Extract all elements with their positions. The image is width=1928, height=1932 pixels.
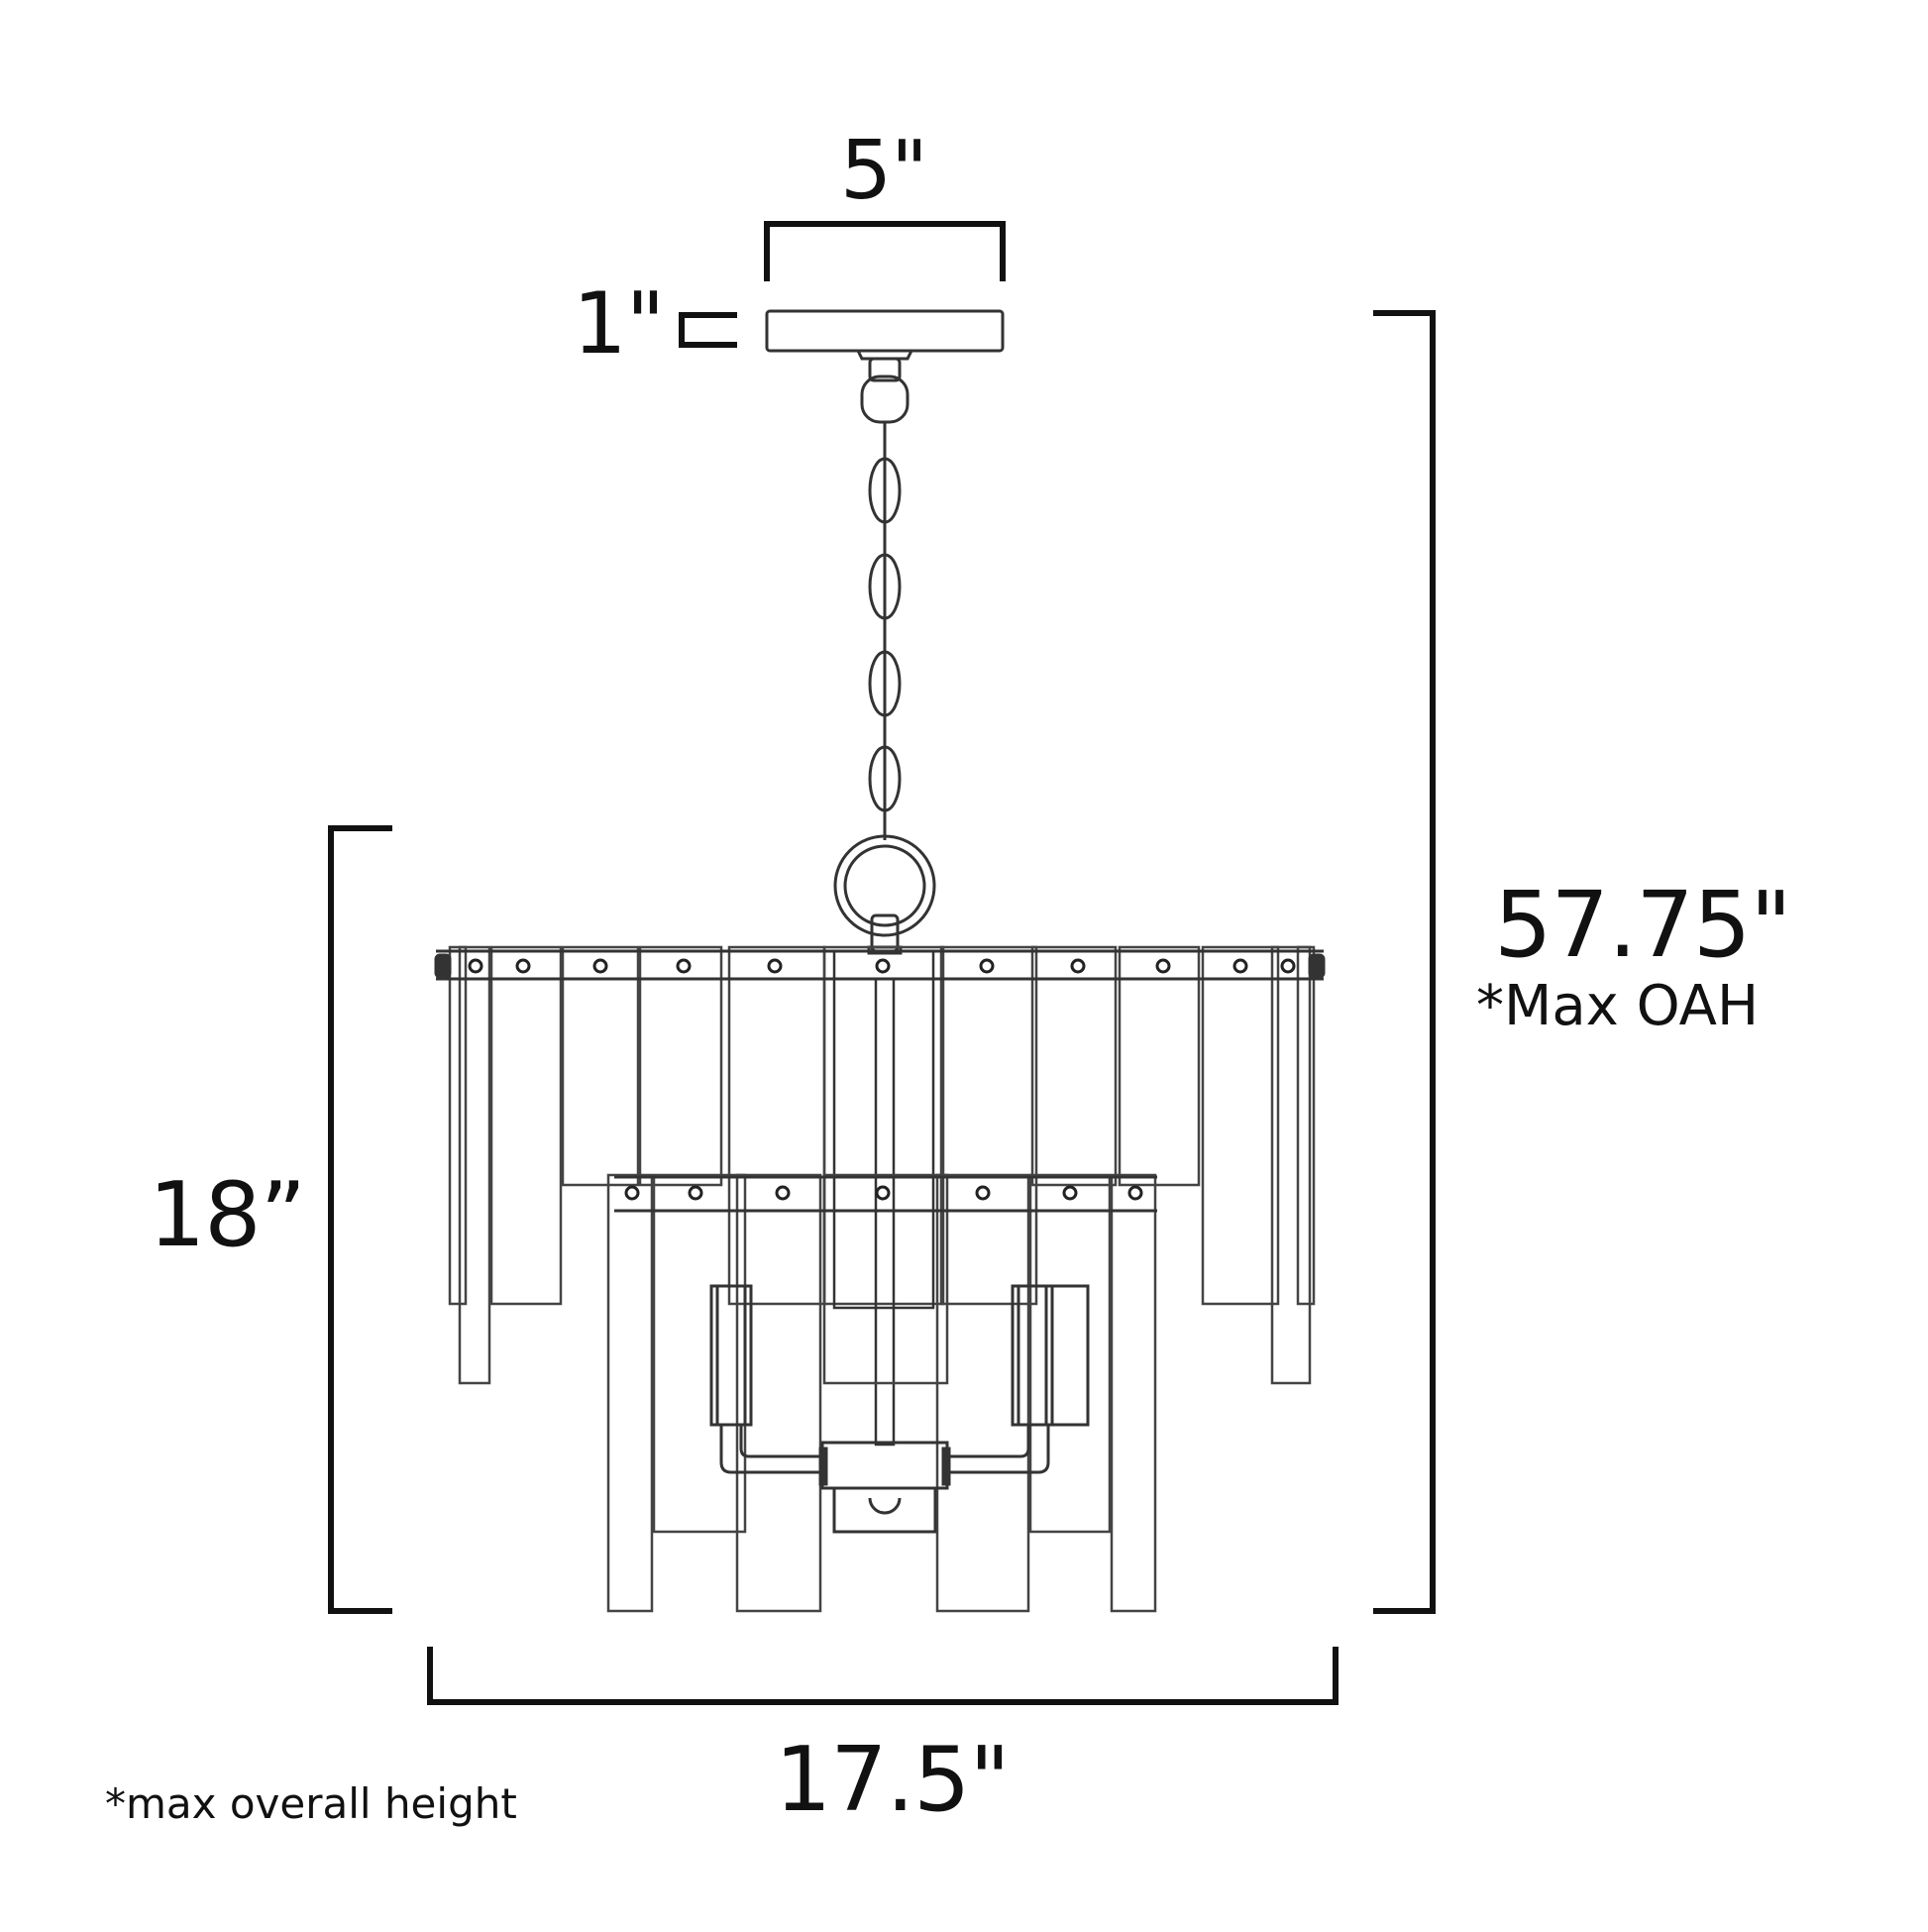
footnote: *max overall height [105,1779,517,1828]
glass-plate [822,1173,949,1385]
canopy-width-label: 5" [840,124,928,218]
bolt [975,1185,991,1201]
glass-plate [727,945,826,1306]
hanging-ring [833,834,936,955]
glass-plate [638,945,723,1187]
bolt [688,1185,703,1201]
bolt [1070,958,1086,974]
bolt [1127,1185,1143,1201]
bolt [624,1185,640,1201]
lower-band [614,1175,1157,1213]
glass-plate [735,1173,822,1613]
fixture-width-label: 17.5" [775,1728,1011,1832]
bolt [875,1185,891,1201]
fixture-height-label: 18” [149,1163,306,1267]
bolt [775,1185,791,1201]
chain-link [868,650,902,717]
glass-plate [1030,945,1118,1187]
chain-link [868,553,902,620]
glass-plate [939,945,1038,1306]
upper-bolts [468,958,1296,974]
canopy-width-bracket [764,221,1006,281]
dimension-lines [328,221,1436,1705]
glass-plate [561,945,640,1187]
lower-bolts [624,1185,1143,1201]
chain-link [868,457,902,524]
max-oah-bracket [1373,310,1436,1614]
bolt [592,958,608,974]
bolt [767,958,783,974]
glass-plate [935,1173,1030,1613]
glass-plate [606,1173,654,1613]
candle-arms [709,1284,1090,1534]
canopy-height-label: 1" [573,274,665,374]
bolt [1155,958,1171,974]
fixture-width-bracket [427,1647,1339,1705]
bolt [1280,958,1296,974]
bolt [468,958,483,974]
glass-plate [1118,945,1201,1187]
glass-plate [448,945,468,1306]
lower-glass-tier [606,1173,1157,1613]
glass-plate [1201,945,1280,1306]
chain-top-link [860,375,910,424]
upper-glass-tier [448,945,1316,1385]
canopy-height-bracket [679,312,737,348]
upper-band [434,949,1326,981]
chain-link [868,745,902,812]
max-oah-label: 57.75" [1494,872,1792,978]
fixture-height-bracket [328,825,392,1614]
bolt [1232,958,1248,974]
glass-plate [1110,1173,1157,1613]
bolt [979,958,995,974]
glass-plate [1270,945,1312,1385]
glass-plate [1028,1173,1112,1534]
bolt [875,958,891,974]
bolt [676,958,692,974]
bolt [1062,1185,1078,1201]
glass-plate [1296,945,1316,1306]
canopy [765,309,1005,382]
chain [860,375,910,840]
glass-plate [489,945,563,1306]
glass-plate [822,945,945,1306]
glass-plate [652,1173,747,1534]
glass-plate [458,945,491,1385]
max-oah-note: *Max OAH [1476,974,1760,1038]
bolt [515,958,531,974]
